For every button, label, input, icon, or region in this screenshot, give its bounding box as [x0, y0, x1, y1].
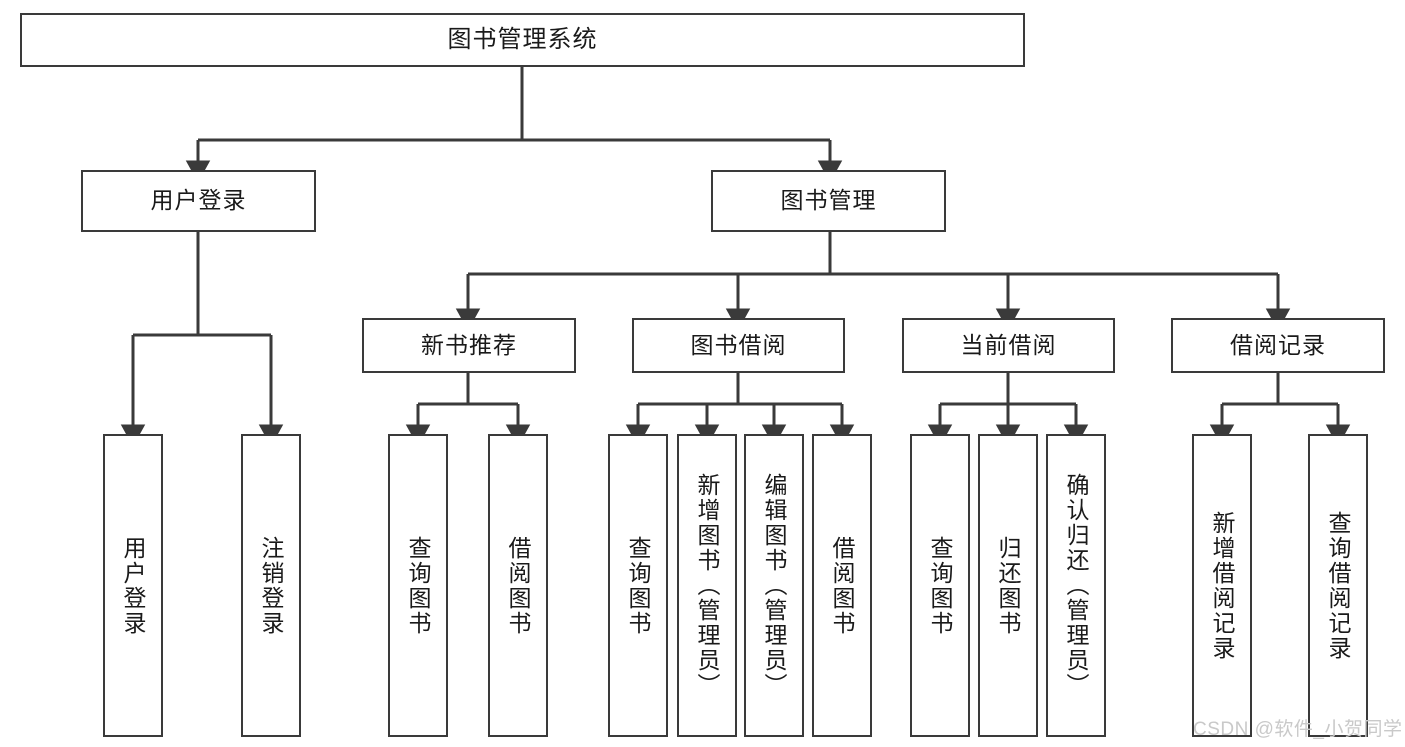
node-book-management[interactable]: 图书管理 — [711, 170, 946, 232]
node-book-management-system[interactable]: 图书管理系统 — [20, 13, 1025, 67]
node-new-book-recommend[interactable]: 新书推荐 — [362, 318, 576, 373]
node-label: 新增借阅记录 — [1209, 510, 1235, 661]
node-label: 编辑图书（管理员） — [761, 473, 787, 698]
node-leaf-borrow-book-recommend[interactable]: 借阅图书 — [488, 434, 548, 737]
watermark: CSDN @软件_小贺同学 — [1193, 719, 1403, 740]
node-label: 查询借阅记录 — [1325, 510, 1351, 661]
node-leaf-add-borrow-record[interactable]: 新增借阅记录 — [1192, 434, 1252, 737]
node-leaf-confirm-return-admin[interactable]: 确认归还（管理员） — [1046, 434, 1106, 737]
node-label: 查询图书 — [625, 535, 651, 636]
node-borrow-record[interactable]: 借阅记录 — [1171, 318, 1385, 373]
node-leaf-borrow-book[interactable]: 借阅图书 — [812, 434, 872, 737]
node-label: 查询图书 — [405, 535, 431, 636]
node-label: 图书管理 — [780, 187, 877, 214]
node-current-borrow[interactable]: 当前借阅 — [902, 318, 1115, 373]
node-label: 新书推荐 — [421, 331, 517, 358]
node-book-borrow[interactable]: 图书借阅 — [632, 318, 845, 373]
node-user-login[interactable]: 用户登录 — [81, 170, 316, 232]
node-label: 借阅图书 — [505, 535, 531, 636]
node-label: 归还图书 — [995, 535, 1021, 636]
node-leaf-logout[interactable]: 注销登录 — [241, 434, 301, 737]
node-leaf-query-book-borrow[interactable]: 查询图书 — [608, 434, 668, 737]
node-label: 借阅记录 — [1230, 331, 1326, 358]
node-leaf-user-login[interactable]: 用户登录 — [103, 434, 163, 737]
node-label: 图书管理系统 — [447, 25, 598, 53]
node-leaf-return-book[interactable]: 归还图书 — [978, 434, 1038, 737]
node-label: 新增图书（管理员） — [694, 473, 720, 698]
node-label: 借阅图书 — [829, 535, 855, 636]
node-label: 注销登录 — [258, 535, 284, 636]
node-leaf-query-book-current[interactable]: 查询图书 — [910, 434, 970, 737]
node-label: 用户登录 — [150, 187, 247, 214]
node-label: 用户登录 — [120, 535, 146, 636]
node-leaf-add-book-admin[interactable]: 新增图书（管理员） — [677, 434, 737, 737]
node-label: 当前借阅 — [960, 331, 1057, 358]
node-label: 确认归还（管理员） — [1063, 473, 1089, 698]
node-leaf-query-book-recommend[interactable]: 查询图书 — [388, 434, 448, 737]
node-label: 查询图书 — [927, 535, 953, 636]
node-leaf-query-borrow-record[interactable]: 查询借阅记录 — [1308, 434, 1368, 737]
node-leaf-edit-book-admin[interactable]: 编辑图书（管理员） — [744, 434, 804, 737]
node-label: 图书借阅 — [690, 331, 787, 358]
